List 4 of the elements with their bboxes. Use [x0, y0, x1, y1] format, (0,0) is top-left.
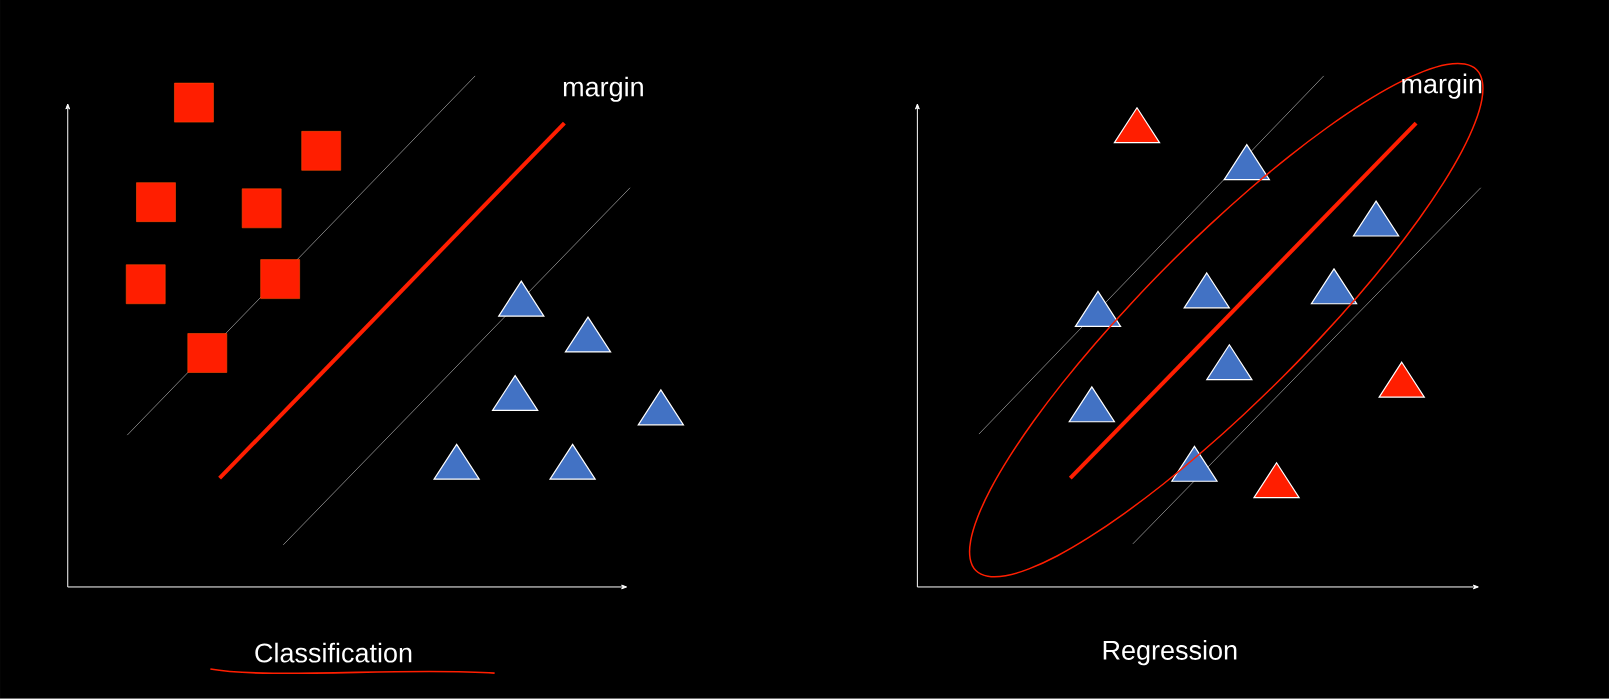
- axis-label: margin: [563, 76, 643, 102]
- axis-label: margin: [1402, 73, 1482, 99]
- axis-label: Regression: [1103, 640, 1237, 666]
- axis-label: Classification: [255, 642, 412, 663]
